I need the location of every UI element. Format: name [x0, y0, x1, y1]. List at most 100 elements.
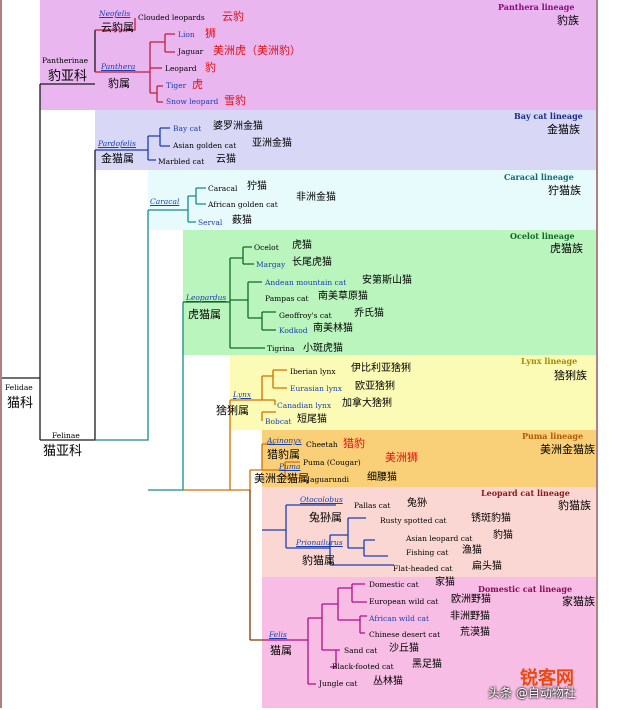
- branch-felinae: [40, 150, 96, 441]
- felinae-label-en: Felinae: [52, 431, 80, 440]
- bay-cat-band: [95, 110, 596, 170]
- lineage-name-puma: Puma lineage: [522, 431, 584, 441]
- watermark-caption: 头条 @自动物社: [488, 686, 576, 700]
- species-flatheaded-zh: 扁头猫: [472, 561, 502, 572]
- species-sand-zh: 沙丘猫: [389, 643, 419, 654]
- species-europeanwild-zh: 欧洲野猫: [451, 594, 491, 605]
- species-jaguarundi-zh: 细腰猫: [367, 472, 397, 483]
- genus-lynx: Lynx: [233, 390, 252, 399]
- species-tigrina-zh: 小斑虎猫: [303, 343, 343, 354]
- branch-root: [2, 84, 41, 440]
- branch-lion-jaguar: [150, 33, 175, 53]
- species-bay-en: Bay cat: [173, 124, 202, 133]
- lineage-zh-leopardcat: 豹猫族: [558, 499, 591, 512]
- branch-puma: [250, 443, 304, 479]
- genus-acinonyx: Acinonyx: [267, 436, 302, 445]
- branch-to-felis: [249, 490, 265, 641]
- species-jungle-zh: 丛林猫: [373, 676, 403, 687]
- species-cheetah-en: Cheetah: [306, 440, 338, 449]
- root-label-en: Felidae: [5, 383, 33, 392]
- leopard-cat-band: [262, 487, 596, 577]
- branch-neofelis: [95, 18, 136, 31]
- genus-otocolobus: Otocolobus: [300, 495, 343, 504]
- branch-leopardus: [183, 246, 276, 349]
- species-clouded-zh: 云豹: [222, 10, 244, 23]
- species-asianleopardcat-zh: 豹猫: [493, 530, 513, 541]
- species-marbled-zh: 云猫: [216, 154, 236, 165]
- species-flatheaded-en: Flat-headed cat: [393, 564, 453, 573]
- lineage-name-caracal: Caracal lineage: [504, 172, 574, 182]
- lineage-name-baycat: Bay cat lineage: [514, 111, 583, 121]
- species-chinesedesert-en: Chinese desert cat: [369, 630, 441, 639]
- genus-acinonyx-zh: 猎豹属: [267, 448, 300, 461]
- lineage-zh-panthera: 豹族: [557, 14, 579, 27]
- species-rusty-zh: 锈斑豹猫: [471, 513, 511, 524]
- species-leopard-en: Leopard: [165, 64, 197, 73]
- genus-pardofelis-zh: 金猫属: [101, 152, 134, 165]
- species-andean-en: Andean mountain cat: [265, 278, 347, 287]
- species-serval-en: Serval: [198, 218, 223, 227]
- branch-felis: [265, 583, 367, 685]
- species-pampas-zh: 南美草原猫: [318, 291, 368, 302]
- species-margay-en: Margay: [256, 260, 286, 269]
- species-ocelot-en: Ocelot: [254, 243, 279, 252]
- species-bobcat-en: Bobcat: [265, 417, 292, 426]
- genus-felis: Felis: [269, 630, 287, 639]
- species-puma-en: Puma (Cougar): [303, 458, 361, 467]
- species-jungle-en: Jungle cat: [319, 679, 358, 688]
- frame-right: [596, 0, 598, 708]
- species-asianleopardcat-en: Asian leopard cat: [406, 534, 473, 543]
- branch-caracal: [148, 187, 206, 223]
- species-kodkod-zh: 南美林猫: [313, 323, 353, 334]
- species-kodkod-en: Kodkod: [279, 326, 308, 335]
- species-cheetah-zh: 猎豹: [343, 437, 365, 450]
- species-clouded-en: Clouded leopards: [138, 13, 205, 22]
- species-geoffroy-zh: 乔氏猫: [354, 308, 384, 319]
- lineage-zh-baycat: 金猫族: [547, 123, 580, 136]
- species-chinesedesert-zh: 荒漠猫: [460, 627, 490, 638]
- watermark-brand: 锐客网: [520, 668, 574, 689]
- genus-neofelis: Neofelis: [99, 9, 131, 18]
- species-sand-en: Sand cat: [344, 646, 378, 655]
- lineage-zh-puma: 美洲金猫族: [540, 443, 595, 456]
- species-africangolden-en: African golden cat: [208, 200, 278, 209]
- genus-panthera-zh: 豹属: [108, 77, 130, 90]
- branch-leopardcat: [262, 504, 394, 566]
- genus-puma: Puma: [279, 462, 301, 471]
- branch-lynx: [230, 369, 287, 421]
- genus-leopardus: Leopardus: [186, 293, 227, 302]
- species-lion-en: Lion: [178, 30, 195, 39]
- lineage-name-panthera: Panthera lineage: [498, 2, 575, 12]
- lynx-band: [230, 355, 596, 430]
- branch-lynx-tips: [262, 400, 276, 413]
- species-canadian-en: Canadian lynx: [277, 401, 332, 410]
- species-jaguar-en: Jaguar: [178, 47, 204, 56]
- lineage-zh-lynx: 猞猁族: [554, 369, 587, 382]
- species-eurasian-en: Eurasian lynx: [290, 384, 342, 393]
- genus-lynx-zh: 猞猁属: [216, 404, 249, 417]
- species-bay-zh: 婆罗洲金猫: [213, 121, 263, 132]
- genus-puma-zh: 美洲金猫属: [254, 472, 309, 485]
- lineage-zh-ocelot: 虎猫族: [550, 242, 583, 255]
- genus-felis-zh: 猫属: [270, 644, 292, 657]
- branch-to-puma: [230, 470, 251, 491]
- species-rusty-en: Rusty spotted cat: [380, 516, 447, 525]
- puma-band: [262, 430, 596, 487]
- species-fishing-en: Fishing cat: [406, 548, 449, 557]
- species-iberian-en: Iberian lynx: [290, 367, 336, 376]
- lineage-name-lynx: Lynx lineage: [521, 356, 578, 366]
- species-bobcat-zh: 短尾猫: [297, 414, 327, 425]
- branch-to-caracal: [95, 210, 149, 441]
- species-tiger-en: Tiger: [166, 81, 187, 90]
- species-puma-zh: 美洲狮: [385, 451, 418, 464]
- genus-neofelis-zh: 云豹属: [101, 21, 134, 34]
- genus-otocolobus-zh: 兔狲属: [309, 511, 342, 524]
- species-tigrina-en: Tigrina: [267, 344, 295, 353]
- lineage-name-ocelot: Ocelot lineage: [510, 231, 575, 241]
- species-europeanwild-en: European wild cat: [369, 597, 439, 606]
- species-snow-zh: 雪豹: [224, 94, 246, 107]
- species-blackfooted-en: Black-footed cat: [332, 662, 394, 671]
- species-iberian-zh: 伊比利亚猞猁: [351, 363, 411, 374]
- species-fishing-zh: 渔猫: [462, 545, 482, 556]
